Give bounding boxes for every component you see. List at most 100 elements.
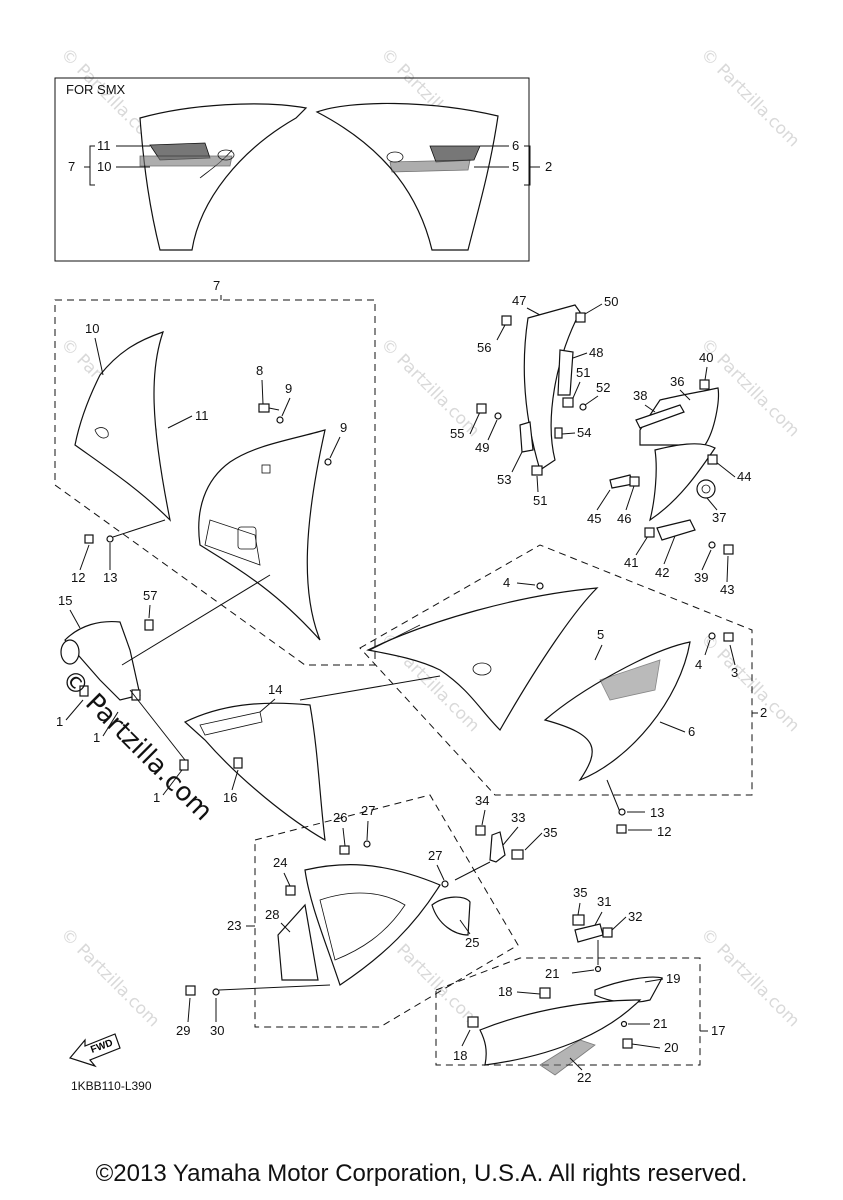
watermark: © Partzilla.com: [56, 924, 163, 1031]
callout-21b: 21: [653, 1016, 667, 1031]
group-7-left-cowl: 7 10 11 8 9 9 12 13: [54, 278, 376, 666]
callout-22: 22: [577, 1070, 591, 1085]
callout-29: 29: [176, 1023, 190, 1038]
part-6-decal: [543, 641, 691, 782]
callout-51b: 51: [533, 493, 547, 508]
callout-27b: 27: [428, 848, 442, 863]
inset-right-cowling: [315, 102, 499, 251]
callout-56: 56: [477, 340, 491, 355]
callout-25: 25: [465, 935, 479, 950]
watermark: © Partzilla.com: [696, 924, 803, 1031]
part-5-side-cowl: [366, 587, 599, 731]
callout-35b: 35: [573, 885, 587, 900]
diagram-code: 1KBB110-L390: [71, 1079, 152, 1093]
part-19-panel: [594, 976, 663, 1004]
callout-35a: 35: [543, 825, 557, 840]
callout-12: 12: [71, 570, 85, 585]
callout-40: 40: [699, 350, 713, 365]
callout-51a: 51: [576, 365, 590, 380]
callout-2: 2: [760, 705, 767, 720]
callout-16: 16: [223, 790, 237, 805]
callout-9: 9: [285, 381, 292, 396]
callout-38: 38: [633, 388, 647, 403]
callout-44: 44: [737, 469, 751, 484]
callout-27a: 27: [361, 803, 375, 818]
fwd-arrow-icon: [68, 1033, 121, 1068]
callout-5: 5: [597, 627, 604, 642]
callout-15: 15: [58, 593, 72, 608]
inset-title: FOR SMX: [66, 82, 126, 97]
callout-37: 37: [712, 510, 726, 525]
bracket-33: 34 33 35: [454, 793, 557, 881]
copyright-footer: ©2013 Yamaha Motor Corporation, U.S.A. A…: [95, 1160, 748, 1187]
callout-57: 57: [143, 588, 157, 603]
callout-9b: 9: [340, 420, 347, 435]
callout-54: 54: [577, 425, 591, 440]
callout-28: 28: [265, 907, 279, 922]
callout-32: 32: [628, 909, 642, 924]
bracket-15: 15 57 1 1 1: [56, 574, 271, 805]
callout-52: 52: [596, 380, 610, 395]
callout-47: 47: [512, 293, 526, 308]
part-17-lower-panel: [479, 999, 642, 1066]
callout-21a: 21: [545, 966, 559, 981]
watermark: © Partzilla.com: [696, 629, 803, 736]
watermark: © Partzilla.com: [376, 334, 483, 441]
callout-1a: 1: [56, 714, 63, 729]
callout-10: 10: [85, 321, 99, 336]
inset-right-decal: [429, 145, 481, 163]
callout-53: 53: [497, 472, 511, 487]
inset-frame: [54, 77, 530, 262]
callout-18a: 18: [498, 984, 512, 999]
callout-5-inset: 5: [512, 159, 519, 174]
callout-36: 36: [670, 374, 684, 389]
callout-8: 8: [256, 363, 263, 378]
callout-24: 24: [273, 855, 287, 870]
callout-4b: 4: [695, 657, 702, 672]
callout-48: 48: [589, 345, 603, 360]
callout-1c: 1: [153, 790, 160, 805]
callout-17: 17: [711, 1023, 725, 1038]
callout-3: 3: [731, 665, 738, 680]
part-7-side-cowl: [198, 429, 326, 641]
callout-31: 31: [597, 894, 611, 909]
callout-43: 43: [720, 582, 734, 597]
callout-23: 23: [227, 918, 241, 933]
callout-11-inset: 11: [97, 138, 111, 153]
callout-20: 20: [664, 1040, 678, 1055]
callout-18b: 18: [453, 1048, 467, 1063]
callout-26: 26: [333, 810, 347, 825]
inset-left-cowling: [139, 103, 308, 251]
callout-13b: 13: [650, 805, 664, 820]
callout-13: 13: [103, 570, 117, 585]
callout-34: 34: [475, 793, 489, 808]
bracket-36-assembly: 40 36 38 44 37 45 46 41 42 39 43: [587, 350, 751, 597]
callout-14: 14: [268, 682, 282, 697]
watermark: © Partzilla.com: [696, 44, 803, 151]
callout-19: 19: [666, 971, 680, 986]
callout-41: 41: [624, 555, 638, 570]
callout-30: 30: [210, 1023, 224, 1038]
inset-smx: FOR SMX 11 10 7 6 5 2: [54, 77, 552, 262]
callout-49: 49: [475, 440, 489, 455]
callout-10-inset: 10: [97, 159, 111, 174]
callout-4a: 4: [503, 575, 510, 590]
callout-2-inset: 2: [545, 159, 552, 174]
callout-46: 46: [617, 511, 631, 526]
callout-50: 50: [604, 294, 618, 309]
part-14-inner-panel: 14 16: [183, 682, 326, 842]
callout-6: 6: [688, 724, 695, 739]
callout-55: 55: [450, 426, 464, 441]
callout-42: 42: [655, 565, 669, 580]
callout-6-inset: 6: [512, 138, 519, 153]
part-10-decal: [74, 331, 171, 522]
callout-1b: 1: [93, 730, 100, 745]
bracket-47-assembly: 47 50 56 48 51 52 55 49 54 53 51: [450, 293, 618, 508]
callout-12b: 12: [657, 824, 671, 839]
group-2-right-cowl: 2 5 6 4 4 3 13 12: [299, 544, 767, 839]
callout-7: 7: [213, 278, 220, 293]
group-23-lower-cowl: 23 28 24 26 27 27 25 29 30: [176, 794, 519, 1038]
callout-11: 11: [195, 408, 209, 423]
group-17-lower-panel: 17 35 31 32 19 21 18 18 21 20 22: [435, 885, 725, 1085]
